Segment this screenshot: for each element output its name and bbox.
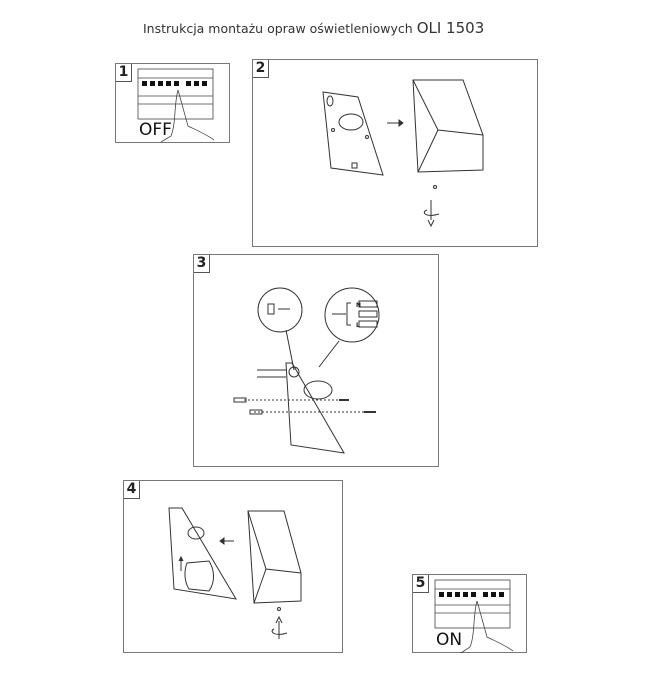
terminal-n-label: N xyxy=(356,302,361,309)
breaker-off-illustration xyxy=(137,68,215,143)
title-text: Instrukcja montażu opraw oświetleniowych xyxy=(143,21,413,36)
step-number: 2 xyxy=(253,60,269,78)
document-title: Instrukcja montażu opraw oświetleniowych… xyxy=(143,19,484,37)
breaker-on-illustration xyxy=(434,579,514,654)
step-number: 4 xyxy=(124,481,140,499)
step-number: 3 xyxy=(194,255,210,273)
power-off-label: OFF xyxy=(139,120,172,140)
step-3-panel: N L 3 xyxy=(193,254,439,467)
step-5-panel: 5 ON xyxy=(412,574,527,654)
step-number: 1 xyxy=(116,64,132,82)
wiring-mount-illustration: N L xyxy=(233,287,380,454)
step-1-panel: 1 OFF xyxy=(115,63,230,143)
remove-cover-illustration xyxy=(322,79,484,228)
install-bulb-cover-illustration xyxy=(168,507,302,639)
step-number: 5 xyxy=(413,575,429,593)
terminal-l-label: L xyxy=(356,322,360,329)
step-4-panel: 4 xyxy=(123,480,343,653)
step-2-panel: 2 xyxy=(252,59,538,247)
power-on-label: ON xyxy=(436,630,463,650)
model-name: OLI 1503 xyxy=(416,19,485,37)
